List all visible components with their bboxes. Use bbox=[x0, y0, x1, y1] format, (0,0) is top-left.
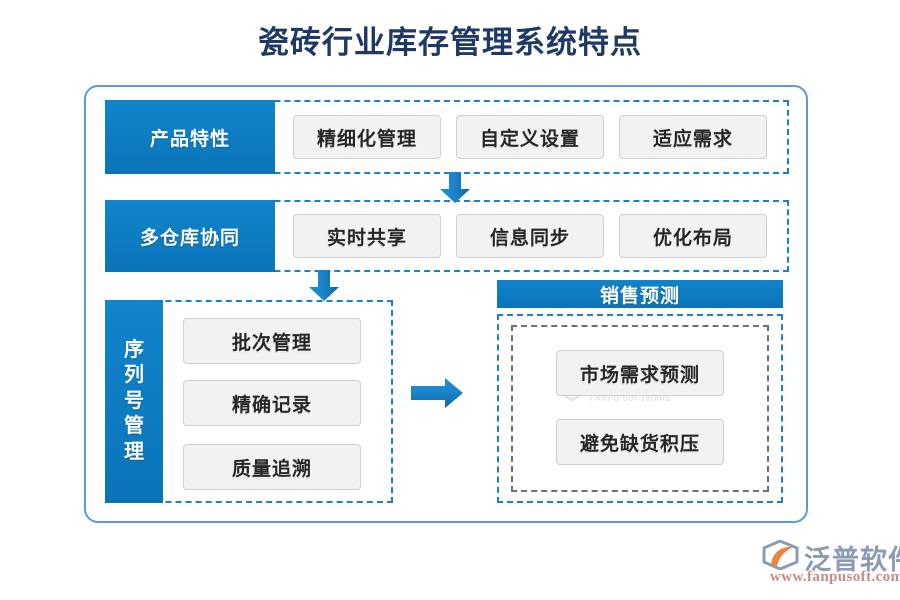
serial-label-char-4: 理 bbox=[124, 440, 144, 463]
brand-logo: 泛普软件 www.fanpusoft.com bbox=[762, 538, 900, 590]
page-title: 瓷砖行业库存管理系统特点 bbox=[258, 25, 642, 60]
row-label-multi-warehouse[interactable]: 多仓库协同 bbox=[105, 200, 275, 272]
feature-button-realtime-share[interactable]: 实时共享 bbox=[293, 214, 441, 258]
serial-item-batch-management[interactable]: 批次管理 bbox=[183, 318, 361, 364]
serial-label-char-0: 序 bbox=[124, 338, 144, 361]
forecast-item-avoid-stockout[interactable]: 避免缺货积压 bbox=[556, 419, 724, 465]
forecast-group-outer bbox=[497, 314, 783, 503]
arrow-down-products-to-warehouse bbox=[437, 172, 473, 204]
forecast-header[interactable]: 销售预测 bbox=[497, 280, 783, 308]
serial-label-char-1: 列 bbox=[124, 364, 144, 387]
feature-button-custom-settings[interactable]: 自定义设置 bbox=[456, 115, 604, 159]
forecast-item-market-demand[interactable]: 市场需求预测 bbox=[556, 350, 724, 396]
serial-item-quality-trace[interactable]: 质量追溯 bbox=[183, 444, 361, 490]
feature-button-refined-management[interactable]: 精细化管理 bbox=[293, 115, 441, 159]
fanpu-logo-icon bbox=[762, 540, 799, 570]
arrow-right-serial-to-forecast bbox=[411, 375, 465, 411]
serial-label-char-2: 号 bbox=[124, 389, 144, 412]
feature-button-info-sync[interactable]: 信息同步 bbox=[456, 214, 604, 258]
forecast-group-inner bbox=[511, 325, 769, 492]
serial-item-accurate-record[interactable]: 精确记录 bbox=[183, 380, 361, 426]
brand-name: 泛普软件 bbox=[804, 545, 900, 575]
serial-number-label[interactable]: 序 列 号 管 理 bbox=[105, 300, 163, 503]
feature-button-adapt-demand[interactable]: 适应需求 bbox=[619, 115, 767, 159]
arrow-down-warehouse-to-serial bbox=[306, 270, 342, 302]
feature-button-optimize-layout[interactable]: 优化布局 bbox=[619, 214, 767, 258]
serial-label-char-3: 管 bbox=[124, 415, 144, 438]
row-label-product-features[interactable]: 产品特性 bbox=[105, 100, 275, 174]
brand-url: www.fanpusoft.com bbox=[770, 569, 900, 585]
